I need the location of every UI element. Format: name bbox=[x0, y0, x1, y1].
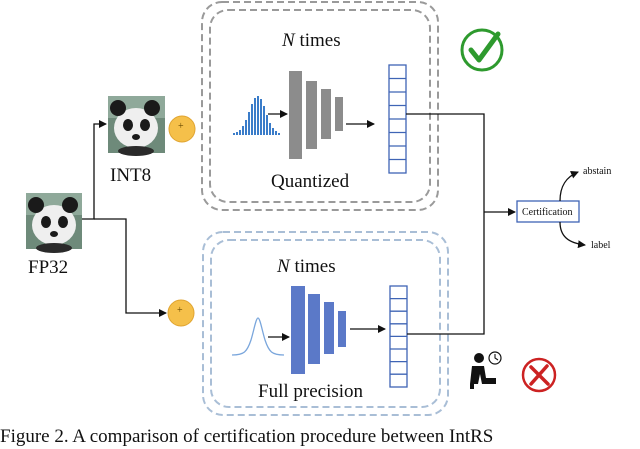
abstain-arrow bbox=[559, 171, 579, 202]
int8-label: INT8 bbox=[110, 165, 152, 186]
cross-icon bbox=[521, 357, 557, 393]
quantized-network bbox=[289, 71, 343, 159]
panda-image-icon bbox=[108, 96, 165, 156]
panda-image-icon bbox=[26, 193, 82, 253]
full-precision-branch-box bbox=[202, 231, 449, 416]
label-arrow bbox=[559, 221, 586, 249]
full-precision-network bbox=[291, 286, 346, 374]
fp32-label: FP32 bbox=[28, 257, 69, 278]
person-waiting-icon bbox=[470, 353, 496, 389]
input-connectors bbox=[82, 120, 167, 317]
certification-label: Certification bbox=[522, 207, 573, 218]
clock-icon bbox=[488, 351, 502, 365]
quantized-n-times-label: N times bbox=[282, 30, 341, 52]
gaussian-noise-curve bbox=[231, 317, 285, 356]
noise-add-node bbox=[167, 299, 195, 327]
times-text: times bbox=[289, 256, 336, 277]
quantized-label: Quantized bbox=[271, 171, 350, 192]
output-to-certification-connectors bbox=[406, 113, 516, 335]
abstain-label: abstain bbox=[583, 166, 612, 177]
full-precision-output-vector bbox=[389, 285, 408, 388]
n-symbol: N bbox=[282, 30, 295, 51]
plus-sign: + bbox=[178, 121, 184, 132]
times-text: times bbox=[294, 30, 341, 51]
plus-sign: + bbox=[177, 305, 183, 316]
quantized-branch-box bbox=[201, 1, 439, 211]
label-output-label: label bbox=[591, 240, 611, 251]
n-symbol: N bbox=[277, 256, 290, 277]
full-precision-n-times-label: N times bbox=[277, 256, 336, 278]
quantized-output-vector bbox=[388, 64, 407, 174]
quantized-noise-histogram bbox=[233, 96, 280, 135]
noise-add-node bbox=[168, 115, 196, 143]
figure-caption: Figure 2. A comparison of certification … bbox=[0, 426, 494, 447]
full-precision-label: Full precision bbox=[258, 381, 364, 402]
certification-box bbox=[516, 200, 580, 223]
check-icon bbox=[460, 28, 504, 72]
